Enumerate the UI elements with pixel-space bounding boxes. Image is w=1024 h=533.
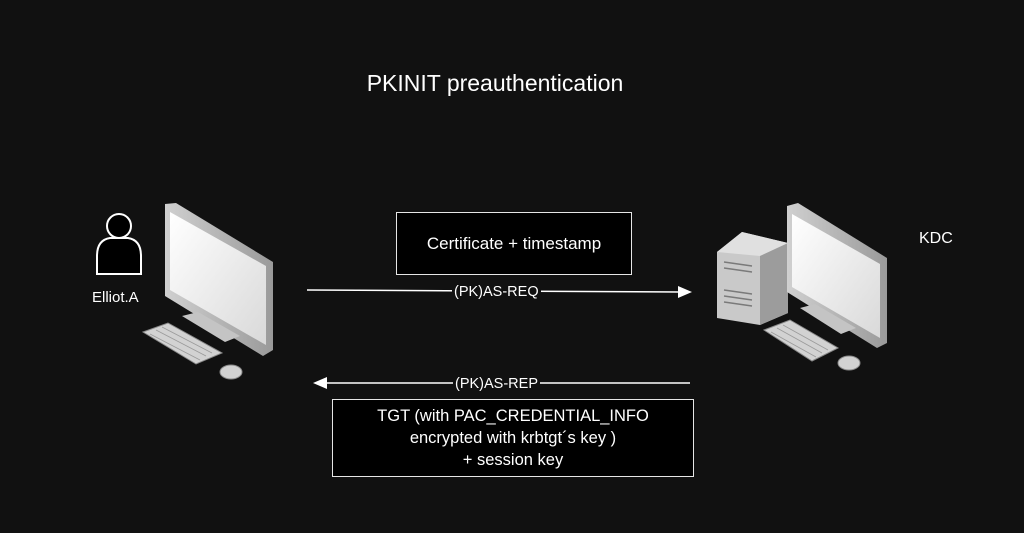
reply-content-box: TGT (with PAC_CREDENTIAL_INFO encrypted … [332, 399, 694, 477]
request-content-text: Certificate + timestamp [426, 233, 602, 253]
diagram-title: PKINIT preauthentication [366, 70, 624, 96]
as-req-label: (PK)AS-REQ [452, 284, 541, 300]
desktop-computer-icon [141, 203, 273, 380]
reply-content-line: TGT (with PAC_CREDENTIAL_INFO [377, 407, 649, 425]
reply-content-line: + session key [462, 451, 564, 469]
client-name-label: Elliot.A [92, 289, 139, 306]
user-icon [96, 213, 142, 275]
kdc-name-label: KDC [919, 230, 953, 247]
server-workstation-icon [717, 203, 887, 371]
request-content-box: Certificate + timestamp [396, 212, 632, 275]
reply-content-line: encrypted with krbtgt´s key ) [409, 429, 617, 447]
as-rep-label: (PK)AS-REP [453, 376, 540, 392]
